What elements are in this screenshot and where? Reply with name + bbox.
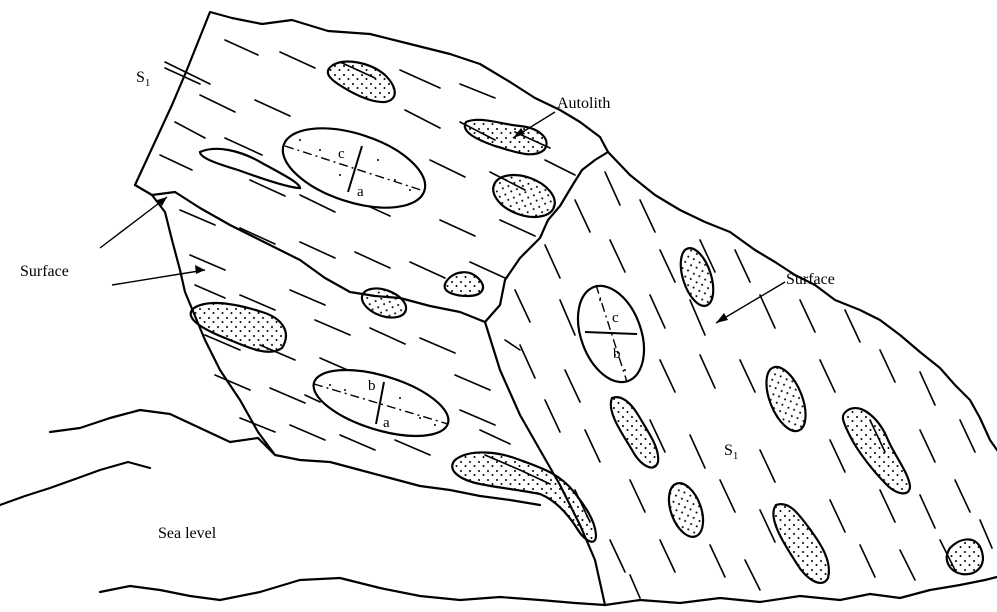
lower-axis-a: a bbox=[383, 415, 390, 431]
arrows bbox=[100, 112, 785, 323]
right-shoreline bbox=[605, 577, 997, 605]
s1-top-label: S1 bbox=[136, 69, 150, 89]
right-axis-b: b bbox=[613, 346, 621, 362]
surface-left-arrow-2 bbox=[112, 270, 205, 285]
autolith-label: Autolith bbox=[557, 95, 610, 112]
autolith-8 bbox=[674, 244, 719, 310]
surface-right-label: Surface bbox=[786, 271, 835, 288]
sea-wave-lower bbox=[100, 578, 605, 605]
autolith-5 bbox=[358, 283, 410, 323]
autolith-1 bbox=[328, 62, 395, 102]
autolith-7 bbox=[452, 452, 596, 541]
autolith-6 bbox=[191, 303, 286, 352]
surface-right-arrow bbox=[716, 282, 785, 323]
autolith-4 bbox=[445, 272, 483, 296]
autolith-10 bbox=[758, 361, 813, 436]
autolith-12 bbox=[662, 479, 709, 542]
autolith-13 bbox=[773, 504, 829, 583]
surface-right-arrowhead bbox=[716, 313, 728, 323]
autolith-11 bbox=[843, 408, 910, 493]
surface-left-arrowhead-2 bbox=[195, 265, 205, 274]
s1-right-label: S1 bbox=[724, 442, 738, 462]
upper-axis-c: c bbox=[338, 146, 345, 162]
right-axis-c: c bbox=[612, 310, 619, 326]
surface-left-arrow-1 bbox=[100, 197, 167, 248]
lower-axis-b: b bbox=[368, 378, 376, 394]
autolith-14 bbox=[947, 539, 983, 574]
surface-left-label: Surface bbox=[20, 263, 69, 280]
upper-strain-ellipse bbox=[273, 113, 435, 223]
sea-level-label: Sea level bbox=[158, 525, 217, 542]
upper-axis-a: a bbox=[357, 184, 364, 200]
autolith-9 bbox=[611, 397, 658, 467]
sea-wave-middle bbox=[0, 462, 150, 505]
